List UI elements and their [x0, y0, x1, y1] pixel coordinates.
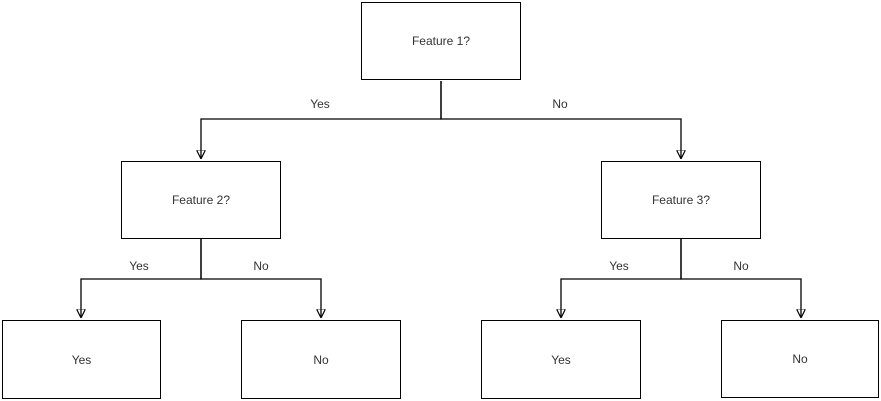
edge-feature1-feature3 — [440, 81, 681, 158]
node-leaf-no-left: No — [241, 320, 401, 399]
node-leaf-no-left-label: No — [313, 352, 329, 367]
node-leaf-no-right: No — [721, 320, 879, 398]
edge-feature1-feature2 — [201, 81, 442, 158]
edge-label-feature2-no: No — [251, 259, 271, 273]
node-feature-3: Feature 3? — [601, 161, 761, 239]
edge-feature3-leaf-no — [680, 239, 801, 317]
node-leaf-yes-left: Yes — [2, 320, 161, 399]
node-feature-1-label: Feature 1? — [411, 34, 471, 48]
node-leaf-yes-right: Yes — [481, 320, 641, 399]
edge-label-feature3-yes: Yes — [607, 259, 631, 273]
node-leaf-yes-left-label: Yes — [71, 352, 92, 367]
edge-feature2-leaf-no — [200, 239, 321, 317]
node-feature-2-label: Feature 2? — [171, 193, 231, 207]
edge-label-feature3-no: No — [731, 259, 751, 273]
edge-label-feature2-yes: Yes — [127, 259, 151, 273]
node-leaf-yes-right-label: Yes — [551, 352, 571, 367]
node-leaf-no-right-label: No — [792, 352, 808, 366]
node-feature-3-label: Feature 3? — [651, 193, 711, 207]
node-feature-1: Feature 1? — [361, 2, 521, 80]
edge-label-feature1-yes: Yes — [308, 97, 332, 111]
edge-label-feature1-no: No — [550, 97, 570, 111]
edge-feature3-leaf-yes — [561, 239, 682, 317]
edge-feature2-leaf-yes — [81, 239, 202, 317]
node-feature-2: Feature 2? — [121, 161, 281, 239]
